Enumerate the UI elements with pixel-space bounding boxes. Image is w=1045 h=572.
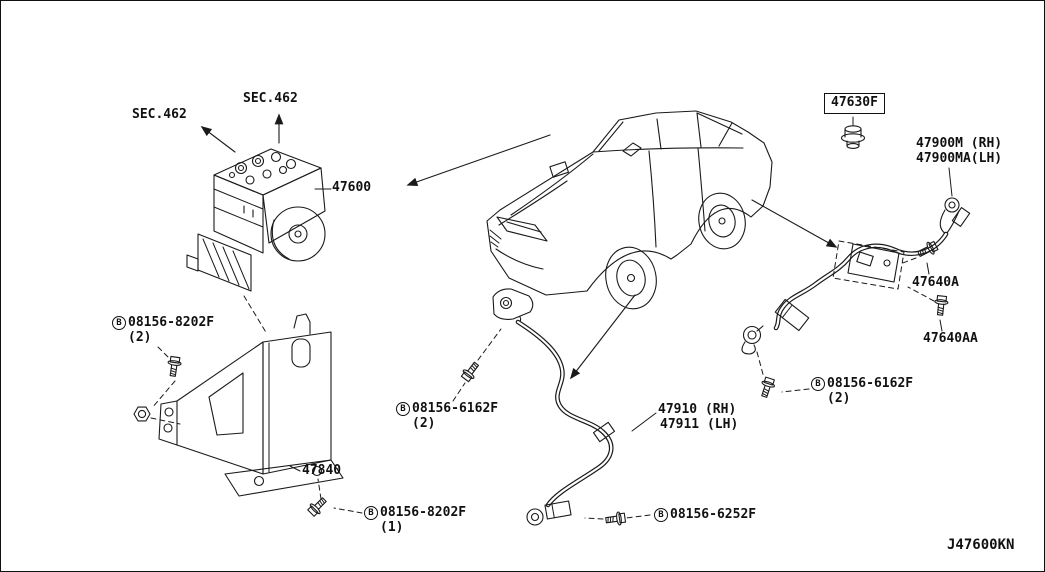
bolt-icon — [604, 510, 627, 528]
arrow-to-front-sensor — [569, 294, 636, 380]
assembly-dashed-lines — [150, 257, 935, 520]
bolt-icon — [459, 359, 483, 384]
fastener-number: 08156-8202F — [128, 315, 215, 330]
bolt-icon — [165, 355, 183, 378]
abs-actuator-drawing — [186, 148, 326, 292]
leader-lines — [289, 167, 953, 472]
circled-b-icon: B — [396, 402, 410, 416]
fastener-qty: (2) — [827, 390, 851, 406]
arrow-to-actuator — [406, 134, 551, 187]
grommet-drawing — [840, 116, 866, 149]
front-sensor-drawing — [492, 288, 616, 526]
bolt-icon — [757, 375, 777, 400]
part-label-sensor-bracket: 47640A — [912, 275, 959, 290]
circled-b-icon: B — [811, 377, 825, 391]
part-label-actuator: 47600 — [332, 180, 372, 195]
bolt-icon — [305, 494, 330, 519]
fastener-number: 08156-6162F — [827, 376, 914, 391]
actuator-bracket-drawing — [158, 313, 344, 497]
part-label-front-sensor-lh: 47911 (LH) — [660, 417, 739, 432]
arrows — [200, 113, 838, 380]
part-label-front-sensor-rh: 47910 (RH) — [658, 402, 737, 417]
bolt-icon — [933, 294, 950, 317]
part-label-rear-sensor-lh: 47900MA(LH) — [916, 151, 1003, 166]
section-ref-top: SEC.462 — [243, 91, 298, 106]
circled-b-icon: B — [364, 506, 378, 520]
fastener-qty: (2) — [128, 329, 152, 345]
part-label-sensor-bracket-bolt: 47640AA — [923, 331, 978, 346]
arrow-to-rear-sensor — [751, 199, 838, 248]
nut-icon — [133, 406, 151, 422]
part-label-grommet: 47630F — [824, 93, 885, 114]
arrow-sec-left — [200, 126, 236, 153]
diagram-code: J47600KN — [947, 537, 1015, 553]
circled-b-icon: B — [112, 316, 126, 330]
part-label-bracket: 47840 — [302, 463, 342, 478]
part-label-rear-sensor-rh: 47900M (RH) — [916, 136, 1003, 151]
fastener-qty: (1) — [380, 519, 404, 535]
section-ref-left: SEC.462 — [132, 107, 187, 122]
rear-sensor-drawing — [741, 197, 971, 355]
circled-b-icon: B — [654, 508, 668, 522]
fastener-number: 08156-6252F — [670, 507, 757, 522]
fastener-number: 08156-8202F — [380, 505, 467, 520]
fastener-qty: (2) — [412, 415, 436, 431]
fastener-number: 08156-6162F — [412, 401, 499, 416]
car-illustration — [486, 110, 773, 310]
